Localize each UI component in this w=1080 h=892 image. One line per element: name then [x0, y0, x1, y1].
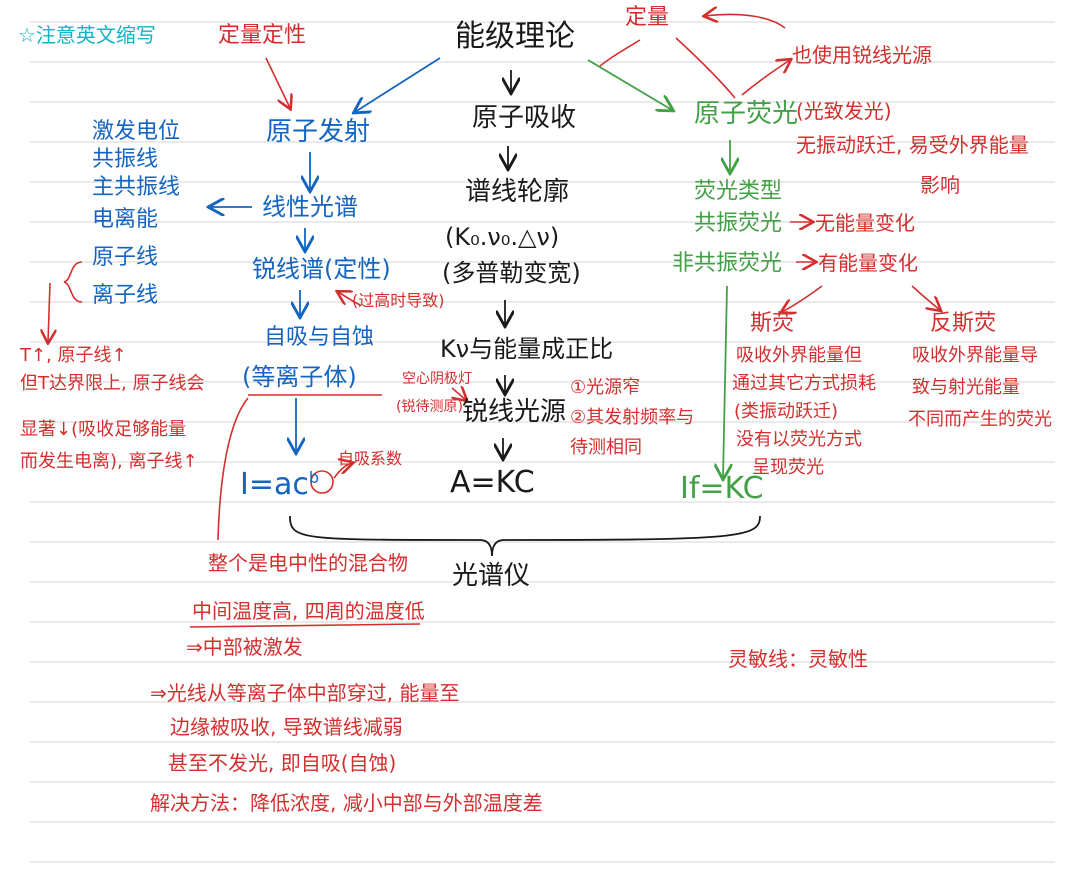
no-vibration-note: 无振动跃迁, 易受外界能量 [796, 133, 1029, 157]
bottom-note-6: 甚至不发光, 即自吸(自蚀) [168, 751, 397, 775]
also-sharp-source: 也使用锐线光源 [792, 43, 932, 67]
sharp-spectrum: 锐线谱(定性) [252, 255, 391, 283]
emission-formula-exponent: b [308, 468, 320, 487]
fluorescence-formula: If=KC [680, 471, 764, 506]
quantitative: 定量 [625, 5, 670, 30]
type-atomic-line: 原子线 [92, 245, 159, 270]
bottom-note-3: ⇒中部被激发 [186, 635, 303, 659]
brace-instrument [289, 515, 761, 557]
anti-stokes-desc-1: 吸收外界能量导 [912, 345, 1038, 366]
bottom-note-2: 中间温度高, 四周的温度低 [192, 599, 425, 623]
kv-proportional: Kν与能量成正比 [440, 335, 614, 363]
stokes-desc-4: 没有以荧光方式 [736, 429, 862, 450]
arrow-title-emission [355, 57, 441, 112]
stokes-desc-3: (类振动跃迁) [734, 401, 839, 422]
resonance-fluorescence: 共振荧光 [694, 211, 783, 236]
energy-change: 有能量变化 [818, 251, 918, 275]
atomic-absorption: 原子吸收 [472, 103, 577, 133]
arrow-hollow-source [452, 388, 466, 400]
self-absorption: 自吸与自蚀 [264, 325, 375, 350]
temp-note-line-2: 但T达界限上, 原子线会 [20, 373, 205, 394]
arrow-energy-stokes [782, 285, 823, 312]
fluorescence-types: 荧光类型 [694, 179, 783, 204]
emission-formula-main: I=ac [240, 467, 309, 502]
atomic-emission: 原子发射 [266, 117, 371, 147]
condition-same: 待测相同 [570, 437, 642, 458]
self-absorption-coefficient: 自吸系数 [338, 449, 403, 468]
arrow-quant-title [599, 39, 641, 67]
b-circle [310, 470, 334, 494]
plasma: (等离子体) [242, 363, 357, 391]
arrow-energy-antistokes [911, 285, 940, 310]
temp-note-line-3: 显著↓(吸收足够能量 [20, 419, 187, 440]
line-spectrum: 线性光谱 [262, 193, 358, 221]
sensitive-line: 灵敏线：灵敏性 [728, 647, 868, 671]
temp-note-line-4: 而发生电离), 离子线↑ [20, 451, 198, 472]
type-ionization-energy: 电离能 [92, 207, 159, 232]
arrow-quant-fluor [675, 37, 736, 99]
bottom-note-7: 解决方法：降低浓度, 减小中部与外部温度差 [150, 791, 543, 815]
arrow-brace-temp [48, 282, 50, 342]
arrow-types-formula [723, 285, 727, 478]
arrow-plasma-bottom [217, 397, 249, 541]
anti-stokes-desc-3: 不同而产生的荧光 [908, 409, 1052, 430]
photoluminescence: (光致发光) [796, 99, 892, 123]
absorbance-formula: A=KC [450, 465, 535, 500]
emission-formula: I=acb [240, 468, 319, 501]
arrow-also-sharp [705, 15, 786, 29]
condition-narrow: ①光源窄 [570, 377, 641, 398]
hollow-cathode-lamp: 空心阴极灯 [402, 371, 472, 387]
arrow-fluor-also [741, 60, 790, 96]
type-ionic-line: 离子线 [92, 283, 159, 308]
stokes-desc-2: 通过其它方式损耗 [732, 373, 876, 394]
stokes-desc-1: 吸收外界能量但 [736, 345, 862, 366]
type-main-resonance-line: 主共振线 [92, 175, 181, 200]
stokes-fluorescence: 斯荧 [750, 311, 795, 336]
qualitative-quantitative: 定量定性 [218, 23, 307, 48]
bottom-note-4: ⇒光线从等离子体中部穿过, 能量至 [150, 681, 460, 705]
spectral-line-profile: 谱线轮廓 [465, 177, 570, 207]
sharp-line-source: 锐线光源 [462, 397, 567, 427]
atomic-fluorescence: 原子荧光 [694, 99, 799, 129]
bottom-note-1: 整个是电中性的混合物 [208, 551, 408, 575]
type-resonance-line: 共振线 [92, 147, 159, 172]
temp-note-line-1: T↑, 原子线↑ [20, 345, 127, 366]
arrow-note-sharp [338, 292, 361, 306]
profile-parameters: (K₀.ν₀.△ν) [445, 223, 560, 251]
underline-center-temp [189, 623, 421, 628]
arrow-title-fluor [587, 59, 672, 110]
no-energy-change: 无能量变化 [815, 211, 915, 235]
bottom-note-5: 边缘被吸收, 导致谱线减弱 [170, 715, 403, 739]
brace-ion-lines [63, 261, 83, 303]
type-excitation-potential: 激发电位 [92, 119, 181, 144]
anti-stokes-desc-2: 致与射光能量 [912, 377, 1020, 398]
sharp-note: (过高时导致) [352, 291, 445, 310]
arrow-b-note [333, 463, 352, 479]
anti-stokes-fluorescence: 反斯荧 [930, 311, 997, 336]
doppler-broadening: (多普勒变宽) [442, 259, 581, 287]
spectrometer: 光谱仪 [452, 561, 531, 591]
condition-frequency: ②其发射频率与 [570, 407, 695, 428]
non-resonance-fluorescence: 非共振荧光 [672, 251, 783, 276]
stokes-desc-5: 呈现荧光 [752, 457, 824, 478]
hollow-cathode-note: (锐待测原) [396, 399, 463, 415]
title-energy-level-theory: 能级理论 [455, 19, 575, 54]
no-vibration-note-2: 影响 [920, 173, 960, 197]
legend-note: ☆注意英文缩写 [18, 23, 156, 47]
arrow-qual-emission [265, 57, 290, 108]
